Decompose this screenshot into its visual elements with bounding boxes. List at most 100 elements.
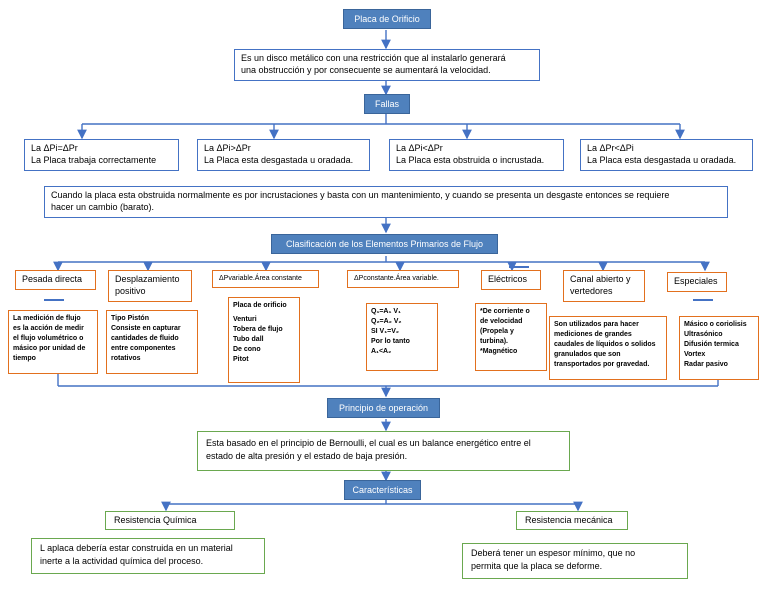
principio-line: Esta basado en el principio de Bernoulli… — [206, 438, 531, 448]
falla-condition: La ΔPi<ΔPr — [396, 143, 443, 153]
caracteristica-mecanica-text-box: Deberá tener un espesor mínimo, que no p… — [462, 543, 688, 579]
detail-line: mediciones de grandes — [554, 331, 632, 338]
title-node: Placa de Orificio — [343, 9, 431, 29]
detail-line: Difusión termica — [684, 341, 739, 348]
detail-line: A₁<A₂ — [371, 348, 392, 355]
category-title: vertedores — [570, 286, 613, 296]
detail-line: La medición de flujo — [13, 315, 81, 322]
fallas-node: Fallas — [364, 94, 410, 114]
detail-line: el flujo volumétrico o — [13, 335, 84, 342]
detail-line: (Propela y — [480, 328, 514, 335]
detail-line: *De corriente o — [480, 308, 530, 315]
principio-heading: Principio de operación — [338, 403, 429, 413]
category-title: Eléctricos — [488, 274, 528, 284]
caracteristica-mecanica-label-box: Resistencia mecánica — [516, 511, 628, 530]
clasificacion-node: Clasificación de los Elementos Primarios… — [271, 234, 498, 254]
detail-line: entre componentes — [111, 345, 176, 352]
detail-line: turbina). — [480, 338, 508, 345]
detail-line: es la acción de medir — [13, 325, 84, 332]
detail-line: transportados por gravedad. — [554, 361, 650, 368]
falla-condition: La ΔPi=ΔPr — [31, 143, 78, 153]
detail-line: Radar pasivo — [684, 361, 728, 368]
category-title: Canal abierto y — [570, 274, 631, 284]
caracteristica-text: L aplaca debería estar construida en un … — [40, 543, 233, 553]
fallas-note-box: Cuando la placa esta obstruida normalmen… — [44, 186, 728, 218]
detail-line: Por lo tanto — [371, 338, 410, 345]
detail-line: Q₁=A₁ V₁ — [371, 308, 401, 315]
detail-line: de velocidad — [480, 318, 523, 325]
detail-line: Másico o coriolisis — [684, 321, 747, 328]
falla-condition: La ΔPi>ΔPr — [204, 143, 251, 153]
detail-line: granulados que son — [554, 351, 621, 358]
category-title: Desplazamiento — [115, 274, 180, 284]
category-title: Especiales — [674, 276, 718, 286]
principio-box: Esta basado en el principio de Bernoulli… — [197, 431, 570, 471]
definition-box: Es un disco metálico con una restricción… — [234, 49, 540, 81]
detail-line: Vortex — [684, 351, 706, 358]
fallas-heading: Fallas — [374, 99, 399, 109]
caracteristica-quimica-text-box: L aplaca debería estar construida en un … — [31, 538, 265, 574]
detail-line: másico por unidad de — [13, 345, 86, 352]
detail-line: Ultrasónico — [684, 331, 723, 338]
detail-line: Son utilizados para hacer — [554, 321, 639, 328]
detail-dp-constante: Q₁=A₁ V₁ Q₂=A₂ V₂ SI V₁=V₂ Por lo tanto … — [366, 303, 438, 371]
category-desplazamiento-positivo: Desplazamiento positivo — [108, 270, 192, 302]
caracteristica-quimica-label-box: Resistencia Química — [105, 511, 235, 530]
category-pesada-directa: Pesada directa — [15, 270, 96, 290]
detail-line: Venturi — [233, 316, 257, 323]
caracteristica-label: Resistencia mecánica — [525, 515, 613, 525]
falla-box-2: La ΔPi>ΔPr La Placa esta desgastada u or… — [197, 139, 370, 171]
detail-line: SI V₁=V₂ — [371, 328, 399, 335]
detail-electricos: *De corriente o de velocidad (Propela y … — [475, 303, 547, 371]
detail-especiales: Másico o coriolisis Ultrasónico Difusión… — [679, 316, 759, 380]
category-canal-abierto: Canal abierto y vertedores — [563, 270, 645, 302]
falla-box-3: La ΔPi<ΔPr La Placa esta obstruida o inc… — [389, 139, 564, 171]
detail-canal-abierto: Son utilizados para hacer mediciones de … — [549, 316, 667, 380]
category-title: ΔPconstante.Área variable. — [354, 275, 439, 282]
detail-desplazamiento-positivo: Tipo Pistón Consiste en capturar cantida… — [106, 310, 198, 374]
detail-line: cantidades de fluido — [111, 335, 179, 342]
title-text: Placa de Orificio — [354, 14, 420, 24]
caracteristica-text: Deberá tener un espesor mínimo, que no — [471, 548, 636, 558]
detail-line: caudales de líquidos o solidos — [554, 341, 656, 348]
detail-line: Placa de orificio — [233, 302, 287, 309]
principio-line: estado de alta presión y el estado de ba… — [206, 451, 408, 461]
detail-line: rotativos — [111, 355, 141, 362]
detail-dp-variable: Placa de orificio Venturi Tobera de fluj… — [228, 297, 300, 383]
falla-result: La Placa esta desgastada u oradada. — [587, 155, 737, 165]
definition-line: Es un disco metálico con una restricción… — [241, 53, 506, 63]
category-title: Pesada directa — [22, 274, 83, 284]
falla-result: La Placa trabaja correctamente — [31, 155, 157, 165]
detail-line: Tubo dall — [233, 336, 264, 343]
detail-line: De cono — [233, 346, 261, 353]
fallas-note-line: Cuando la placa esta obstruida normalmen… — [51, 190, 670, 200]
detail-line: Q₂=A₂ V₂ — [371, 318, 402, 325]
clasificacion-heading: Clasificación de los Elementos Primarios… — [285, 239, 484, 249]
detail-line: Tipo Pistón — [111, 315, 149, 322]
fallas-note-line: hacer un cambio (barato). — [51, 202, 155, 212]
detail-pesada-directa: La medición de flujo es la acción de med… — [8, 310, 98, 374]
detail-line: Consiste en capturar — [111, 325, 181, 332]
falla-result: La Placa esta desgastada u oradada. — [204, 155, 354, 165]
detail-line: Tobera de flujo — [233, 326, 283, 333]
caracteristica-label: Resistencia Química — [114, 515, 197, 525]
category-title: positivo — [115, 286, 146, 296]
dash-mark — [44, 299, 64, 301]
category-electricos: Eléctricos — [481, 270, 541, 290]
caracteristica-text: permita que la placa se deforme. — [471, 561, 603, 571]
falla-result: La Placa esta obstruida o incrustada. — [396, 155, 545, 165]
falla-box-1: La ΔPi=ΔPr La Placa trabaja correctament… — [24, 139, 179, 171]
definition-line: una obstrucción y por consecuente se aum… — [241, 65, 491, 75]
category-dp-constante: ΔPconstante.Área variable. — [347, 270, 459, 288]
category-especiales: Especiales — [667, 272, 727, 292]
category-dp-variable: ΔPvariable.Área constante — [212, 270, 319, 288]
principio-node: Principio de operación — [327, 398, 440, 418]
dash-mark — [509, 266, 529, 268]
caracteristicas-heading: Características — [352, 485, 413, 495]
detail-line: Pitot — [233, 356, 249, 363]
caracteristicas-node: Características — [344, 480, 421, 500]
falla-condition: La ΔPr<ΔPi — [587, 143, 634, 153]
caracteristica-text: inerte a la actividad química del proces… — [40, 556, 204, 566]
falla-box-4: La ΔPr<ΔPi La Placa esta desgastada u or… — [580, 139, 753, 171]
